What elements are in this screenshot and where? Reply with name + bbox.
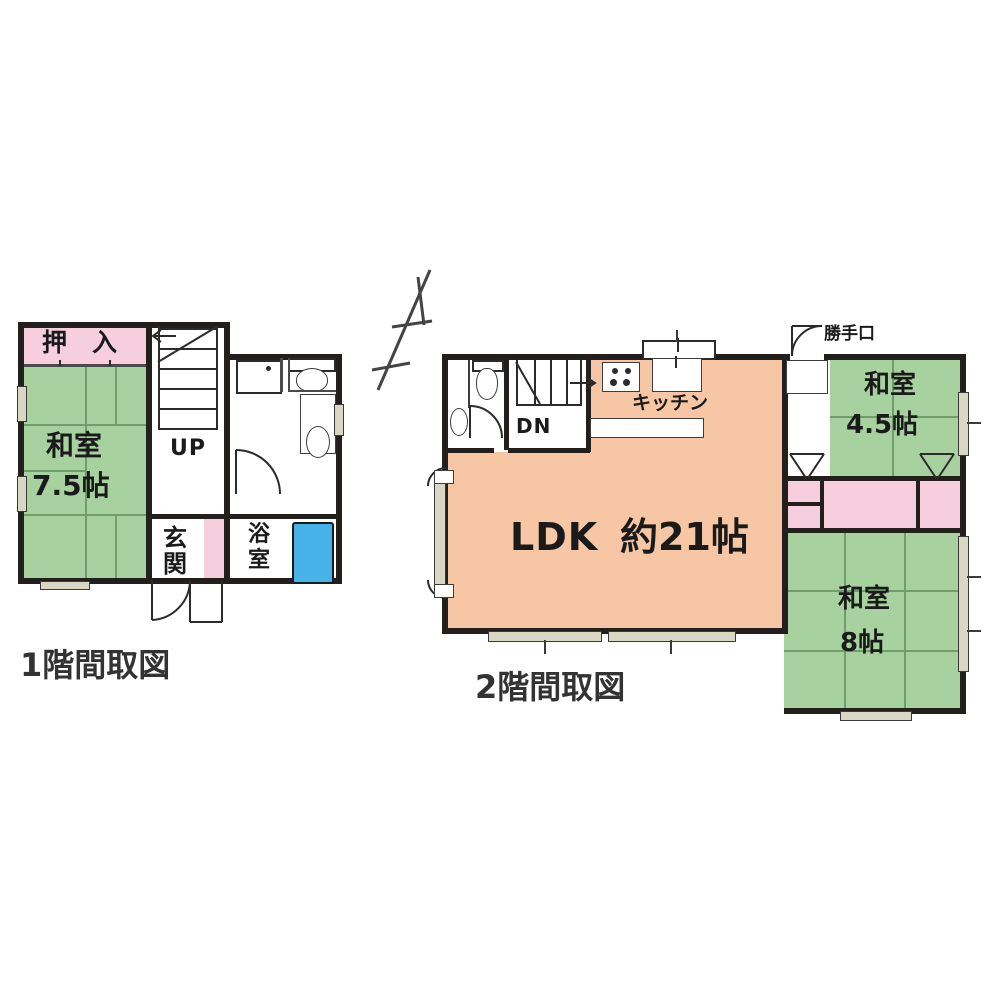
floor2-caption: 2階間取図 bbox=[475, 668, 626, 706]
window-washitsu-4_5-right bbox=[958, 392, 969, 456]
floor1-wall-bottom bbox=[18, 578, 342, 584]
closet-strip-mid-fill bbox=[824, 480, 916, 528]
floor2-wall-top-right bbox=[824, 354, 966, 360]
ldk-left-sash-top-icon bbox=[427, 467, 447, 487]
kitchen-stove-icon bbox=[602, 362, 640, 392]
kitchen-counter-icon bbox=[590, 418, 704, 438]
kitchen-upper-cabinet-mark-icon bbox=[677, 338, 679, 352]
floor2-wall-sanitary-bottom bbox=[442, 448, 494, 453]
oshiire-door-marks-icon bbox=[59, 360, 111, 366]
floor2-wall-closet-top bbox=[782, 476, 966, 481]
stairs-up-diagonal-icon bbox=[157, 325, 219, 363]
toilet2-bowl-icon bbox=[476, 368, 498, 400]
service-niche-shelf-icon bbox=[786, 360, 828, 394]
floor1-wall-wc-partition bbox=[280, 358, 283, 392]
window-washitsu-bottom bbox=[40, 581, 90, 590]
floor2-wall-closet-mid bbox=[782, 502, 822, 506]
window-washitsu-left-1 bbox=[17, 386, 27, 422]
floor2-wall-top-left bbox=[442, 354, 790, 360]
floor2-wall-closet-div2 bbox=[916, 476, 920, 532]
ldk-left-sash-mark-top-icon bbox=[434, 470, 454, 484]
room-bath-label-2: 室 bbox=[248, 548, 271, 573]
stairs-dn-diagonal-icon bbox=[515, 361, 541, 405]
service-door-label: 勝手口 bbox=[824, 324, 875, 344]
floor1-plan: UP 押 入 和室 7.5帖 玄 関 bbox=[0, 300, 360, 630]
room-washitsu-7_5-name: 和室 bbox=[46, 429, 103, 462]
north-arrow-icon bbox=[371, 269, 433, 391]
room-washitsu-8-size: 8帖 bbox=[840, 628, 885, 658]
window-sanitary-right bbox=[334, 404, 344, 436]
floor2-wall-closet-bottom bbox=[782, 528, 966, 533]
room-genkan-label-1: 玄 bbox=[163, 524, 187, 552]
floor1-wall-stairs-right bbox=[224, 322, 230, 584]
stairs-dn-arrow-icon bbox=[570, 376, 597, 390]
room-oshiire-fill bbox=[24, 326, 146, 366]
room-bath-label-1: 浴 bbox=[248, 522, 271, 547]
room-ldk-name: LDK bbox=[510, 515, 599, 559]
floor2-wall-ldk-right bbox=[782, 414, 788, 634]
stairs-dn-label: DN bbox=[516, 414, 552, 438]
sanitary-basin-icon bbox=[306, 426, 330, 458]
floor2-wall-stairs-bottom bbox=[508, 448, 590, 453]
floor2-wall-wc-right bbox=[504, 356, 509, 450]
floor1-wall-top-left bbox=[18, 322, 230, 328]
wc2-partition-icon bbox=[448, 360, 470, 408]
bathtub-icon bbox=[292, 522, 334, 584]
floor1-wall-top-right bbox=[230, 354, 342, 360]
room-oshiire-label: 押 入 bbox=[42, 328, 118, 357]
floor1-wall-right bbox=[336, 354, 342, 584]
floor2-wall-niche-top bbox=[782, 354, 788, 414]
floor1-wall-bath-top bbox=[230, 514, 342, 519]
room-genkan-label-2: 関 bbox=[163, 550, 187, 578]
window-washitsu-8-right bbox=[958, 536, 969, 672]
closet-door-butterfly-right-icon bbox=[919, 453, 955, 479]
room-genkan-closet-fill bbox=[204, 518, 224, 582]
room-washitsu-8-fill bbox=[784, 532, 962, 710]
service-door-swing-icon bbox=[791, 325, 823, 357]
floor1-wall-oshiire-bottom bbox=[24, 364, 146, 367]
window-washitsu-8-bottom bbox=[840, 711, 912, 721]
floor1-wall-genkan-top bbox=[152, 514, 230, 519]
room-washitsu-8-name: 和室 bbox=[838, 584, 891, 614]
washbasin-faucet-icon bbox=[266, 366, 271, 371]
room-ldk-fill bbox=[448, 452, 784, 628]
room-washitsu-4_5-size: 4.5帖 bbox=[846, 410, 919, 440]
kitchen-faucet-icon bbox=[675, 356, 677, 368]
stairs-up-label: UP bbox=[170, 436, 206, 461]
washbasin-icon bbox=[236, 360, 282, 394]
floor2-plan: DN キッチン 勝手口 和室 4.5帖 bbox=[420, 300, 1000, 730]
closet-strip-left-fill bbox=[782, 480, 820, 502]
floor2-wall-kitchen-left bbox=[586, 356, 591, 452]
closet-strip-left2-fill bbox=[782, 506, 820, 528]
closet-door-butterfly-left-icon bbox=[789, 453, 825, 479]
window-washitsu-left-2 bbox=[17, 476, 27, 512]
wc2-door-icon bbox=[469, 405, 503, 439]
room-washitsu-7_5-size: 7.5帖 bbox=[32, 469, 110, 502]
closet-strip-right-fill bbox=[920, 480, 962, 528]
sanitary-door-icon bbox=[235, 449, 281, 495]
window-ldk-bottom-2 bbox=[608, 631, 736, 642]
stairs-up-arrow-icon bbox=[151, 329, 176, 343]
floor1-wall-left bbox=[18, 322, 24, 584]
genkan-entrance-door-icon bbox=[151, 579, 223, 623]
toilet-bowl-icon bbox=[296, 368, 328, 392]
floor2-wall-closet-div1 bbox=[820, 476, 824, 532]
room-genkan-fill bbox=[152, 518, 204, 582]
room-washitsu-4_5-name: 和室 bbox=[864, 370, 917, 400]
room-ldk-size: 約21帖 bbox=[620, 515, 749, 559]
room-kitchen-label: キッチン bbox=[632, 392, 709, 414]
floor1-wall-washitsu-right bbox=[146, 322, 152, 584]
washbasin2-icon bbox=[450, 408, 468, 436]
ldk-left-sash-mark-bottom-icon bbox=[434, 584, 454, 598]
window-ldk-left bbox=[434, 482, 446, 586]
floor1-caption: 1階間取図 bbox=[20, 646, 171, 684]
